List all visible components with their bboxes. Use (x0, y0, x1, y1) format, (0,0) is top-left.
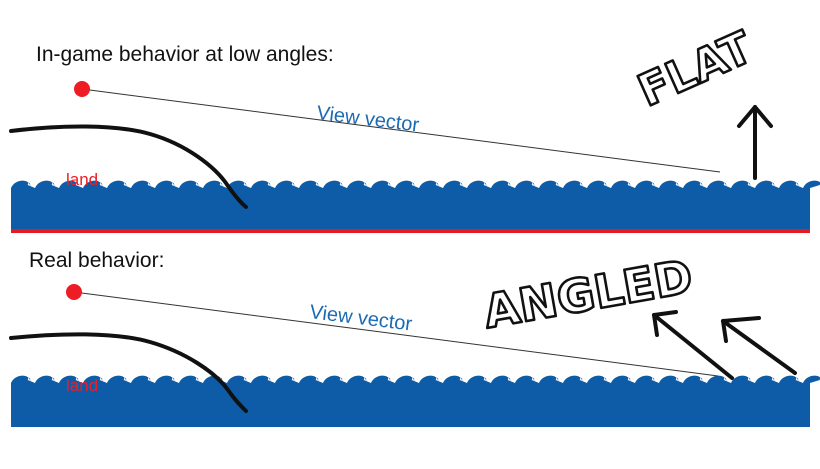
view-vector-line (73, 291, 719, 377)
panel-separator-line (11, 229, 810, 233)
panel-in-game: In-game behavior at low angles: land Vie… (9, 21, 820, 233)
panel-heading: Real behavior: (29, 249, 164, 272)
water-body (11, 383, 810, 427)
water-surface-waves (11, 375, 820, 389)
view-vector-line (81, 88, 721, 173)
up-arrow-icon (737, 105, 773, 180)
diagonal-arrow-icon (652, 310, 797, 380)
eye-point-icon (74, 81, 90, 97)
land-label: land (66, 170, 98, 189)
water-body (11, 188, 810, 230)
water-surface-waves (11, 180, 820, 194)
land-label: land (66, 376, 98, 395)
flat-annotation: FLAT (631, 22, 760, 117)
panel-heading: In-game behavior at low angles: (36, 43, 334, 66)
view-vector-label: View vector (308, 301, 413, 335)
land-outline (9, 332, 248, 413)
view-vector-label: View vector (315, 102, 420, 136)
land-outline (9, 124, 248, 209)
eye-point-icon (66, 284, 82, 300)
panel-real: Real behavior: land View vector ANGLED (9, 248, 820, 427)
